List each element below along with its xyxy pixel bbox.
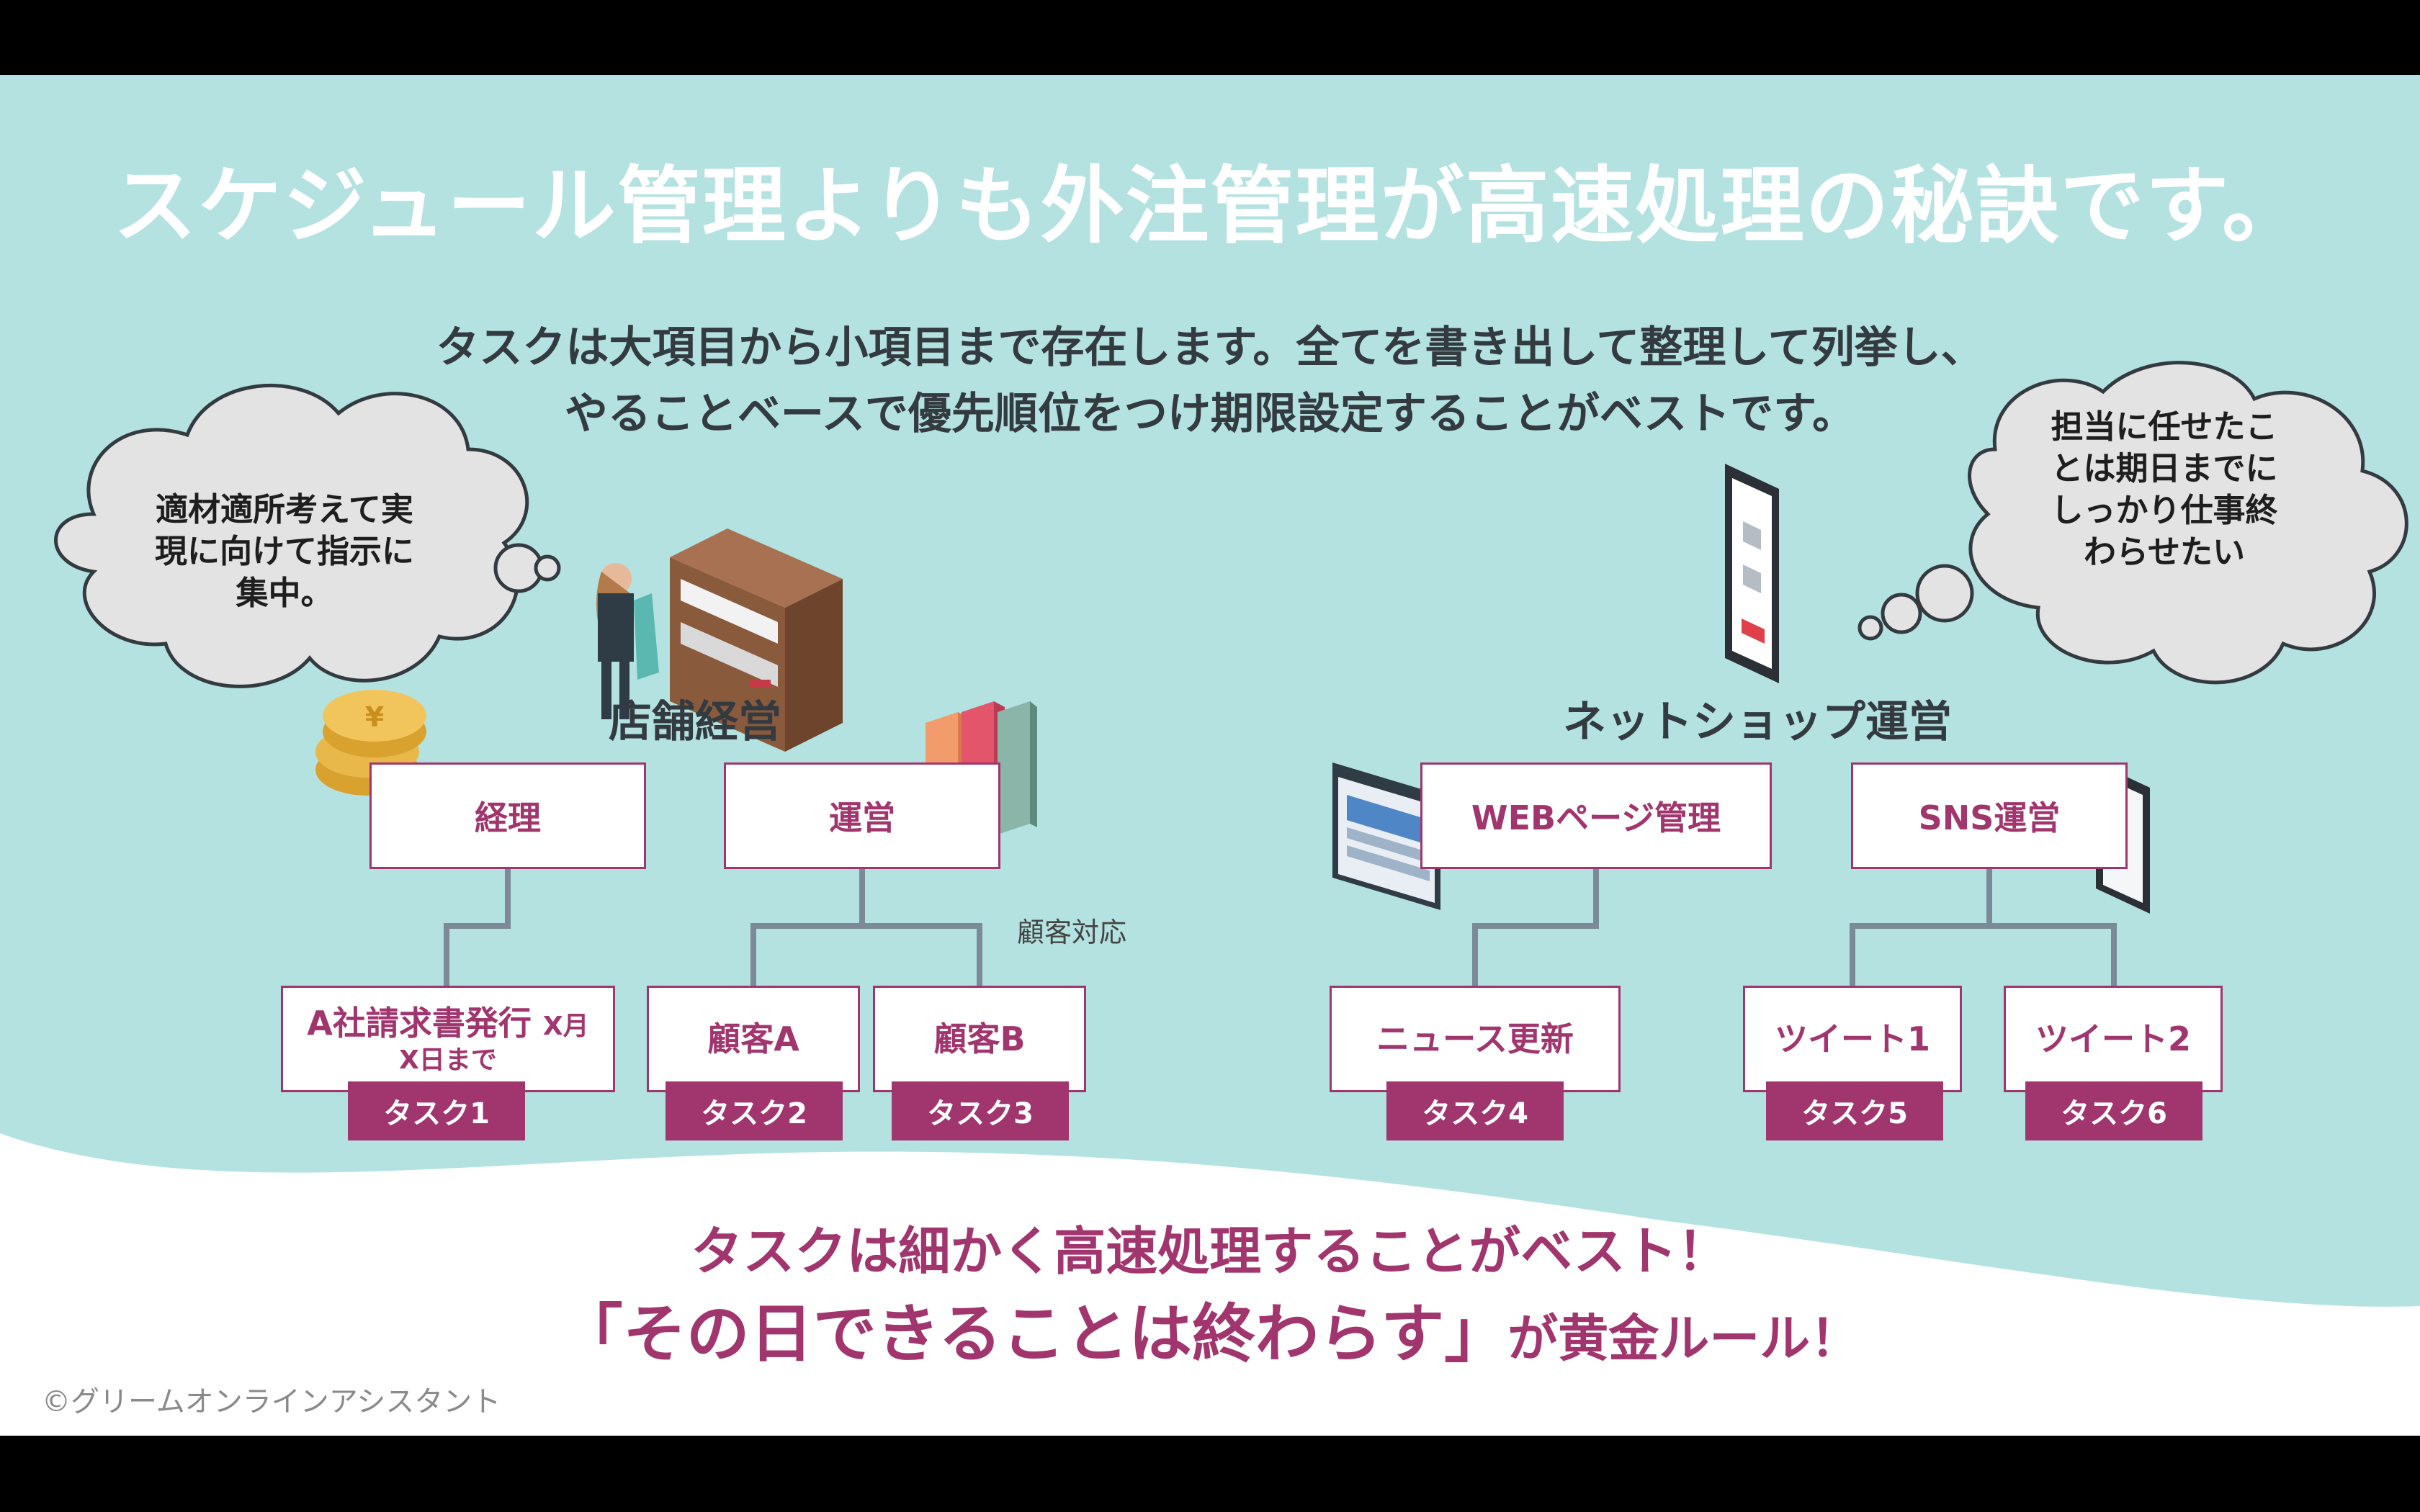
task-tag-6: タスク6 xyxy=(2025,1081,2202,1140)
task-title: 顧客B xyxy=(933,1020,1026,1058)
subtitle-line-2: やることベースで優先順位をつけ期限設定することがベストです。 xyxy=(564,389,1856,439)
left-bubble-text: 適材適所考えて実 現に向けて指示に 集中。 xyxy=(65,489,504,614)
right-bubble-line: とは期日までに xyxy=(2051,449,2278,487)
slide: ¥ xyxy=(0,75,2420,1436)
task-title-sub: X月 xyxy=(542,1011,589,1041)
category-box-accounting: 経理 xyxy=(369,762,646,869)
right-bubble-line: わらせたい xyxy=(2083,533,2246,571)
category-label: 経理 xyxy=(475,798,541,837)
task-title: ツイート2 xyxy=(2035,1020,2191,1058)
task-tag-5: タスク5 xyxy=(1766,1081,1943,1140)
copyright-credit: ©グリームオンラインアシスタント xyxy=(42,1385,501,1418)
left-bubble-line: 現に向けて指示に xyxy=(154,532,414,570)
customer-service-note: 顧客対応 xyxy=(1017,917,1127,948)
category-box-sns: SNS運営 xyxy=(1851,762,2128,869)
left-thought-cloud xyxy=(54,383,561,688)
task-title: ニュース更新 xyxy=(1376,1020,1574,1058)
task-box-3: 顧客B xyxy=(873,986,1086,1092)
task-deadline: X日まで xyxy=(399,1045,497,1075)
category-label: 運営 xyxy=(829,798,895,837)
task-tag-4: タスク4 xyxy=(1386,1081,1564,1140)
group-label-store: 店舗経営 xyxy=(609,697,781,747)
left-bubble-line: 集中。 xyxy=(236,574,333,612)
subtitle-line-1: タスクは大項目から小項目まで存在します。全てを書き出して整理して列挙し、 xyxy=(436,323,1984,373)
left-bubble-line: 適材適所考えて実 xyxy=(156,490,413,528)
task-title: ツイート1 xyxy=(1774,1020,1930,1058)
right-bubble-line: 担当に任せたこ xyxy=(2051,408,2278,446)
right-bubble-text: 担当に任せたこ とは期日までに しっかり仕事終 わらせたい xyxy=(1995,406,2334,573)
group-label-online: ネットショップ運営 xyxy=(1563,697,1952,747)
task-title: A社請求書発行 X月 xyxy=(307,1004,588,1046)
category-label: WEBページ管理 xyxy=(1471,798,1721,837)
browser-window-icon xyxy=(1332,762,1440,910)
footer-line-2: 「その日できることは終わらす」が黄金ルール！ xyxy=(0,1283,2420,1374)
footer-golden-rule: 「その日できることは終わらす」 xyxy=(559,1297,1508,1371)
online-connectors xyxy=(1472,867,2117,986)
task-box-1: A社請求書発行 X月 X日まで xyxy=(281,986,615,1092)
right-bubble-line: しっかり仕事終 xyxy=(2051,491,2278,529)
task-title-main: A社請求書発行 xyxy=(307,1003,532,1043)
task-box-6: ツイート2 xyxy=(2004,986,2223,1092)
task-tag-3: タスク3 xyxy=(892,1081,1069,1140)
task-box-2: 顧客A xyxy=(647,986,860,1092)
task-box-5: ツイート1 xyxy=(1743,986,1962,1092)
svg-text:¥: ¥ xyxy=(365,701,384,733)
page-title: スケジュール管理よりも外注管理が高速処理の秘訣です。 xyxy=(113,158,2307,255)
category-box-operations: 運営 xyxy=(724,762,1000,869)
task-box-4: ニュース更新 xyxy=(1330,986,1621,1092)
shopping-woman-closet-icon xyxy=(596,528,843,752)
task-tag-1: タスク1 xyxy=(348,1081,525,1140)
right-thought-cloud xyxy=(1857,361,2408,685)
store-connectors xyxy=(444,867,982,986)
category-box-web-page: WEBページ管理 xyxy=(1420,762,1772,869)
task-tag-2: タスク2 xyxy=(666,1081,843,1140)
smartphone-shop-icon xyxy=(1725,464,1779,683)
footer-line-1: タスクは細かく高速処理することがベスト！ xyxy=(691,1221,1729,1282)
category-label: SNS運営 xyxy=(1918,798,2061,837)
footer-golden-rule-tail: が黄金ルール！ xyxy=(1507,1309,1861,1368)
task-title: 顧客A xyxy=(707,1020,799,1058)
